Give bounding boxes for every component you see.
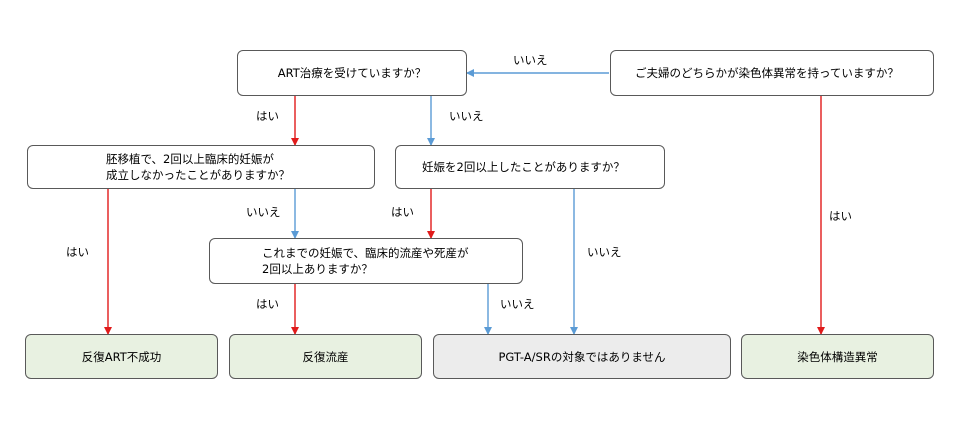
label-art-no: いいえ [449, 109, 484, 123]
label-miscarriage-yes: はい [256, 297, 279, 311]
label-miscarriage-no: いいえ [500, 297, 535, 311]
label-implant-no: いいえ [246, 205, 281, 219]
node-outcome-art-failure: 反復ART不成功 [25, 334, 218, 379]
node-chromosome-question-text: ご夫婦のどちらかが染色体異常を持っていますか？ [635, 66, 899, 80]
node-implantation-question-text: 胚移植で、2回以上臨床的妊娠が 成立しなかったことがありますか？ [106, 152, 290, 182]
label-pregnancy-yes: はい [391, 205, 414, 219]
node-outcome-structural-text: 染色体構造異常 [797, 349, 878, 364]
node-outcome-not-eligible-text: PGT-A/SRの対象ではありません [498, 349, 666, 364]
node-pregnancy-question-text: 妊娠を2回以上したことがありますか？ [422, 160, 625, 174]
label-implant-yes: はい [66, 245, 89, 259]
node-chromosome-question: ご夫婦のどちらかが染色体異常を持っていますか？ [610, 50, 934, 96]
node-outcome-recurrent-loss: 反復流産 [229, 334, 422, 379]
node-pregnancy-question: 妊娠を2回以上したことがありますか？ [395, 145, 665, 189]
node-miscarriage-question: これまでの妊娠で、臨床的流産や死産が 2回以上ありますか？ [209, 238, 523, 284]
node-outcome-structural: 染色体構造異常 [741, 334, 934, 379]
node-miscarriage-question-text: これまでの妊娠で、臨床的流産や死産が 2回以上ありますか？ [262, 246, 469, 276]
label-chromosome-yes: はい [829, 209, 852, 223]
node-implantation-question: 胚移植で、2回以上臨床的妊娠が 成立しなかったことがありますか？ [27, 145, 375, 189]
node-outcome-not-eligible: PGT-A/SRの対象ではありません [433, 334, 731, 379]
node-outcome-art-failure-text: 反復ART不成功 [81, 349, 162, 364]
label-chromosome-no: いいえ [513, 53, 548, 67]
node-art-question-text: ART治療を受けていますか？ [277, 66, 427, 80]
label-art-yes: はい [256, 109, 279, 123]
node-outcome-recurrent-loss-text: 反復流産 [302, 349, 349, 364]
label-pregnancy-no: いいえ [587, 245, 622, 259]
node-art-question: ART治療を受けていますか？ [237, 50, 467, 96]
